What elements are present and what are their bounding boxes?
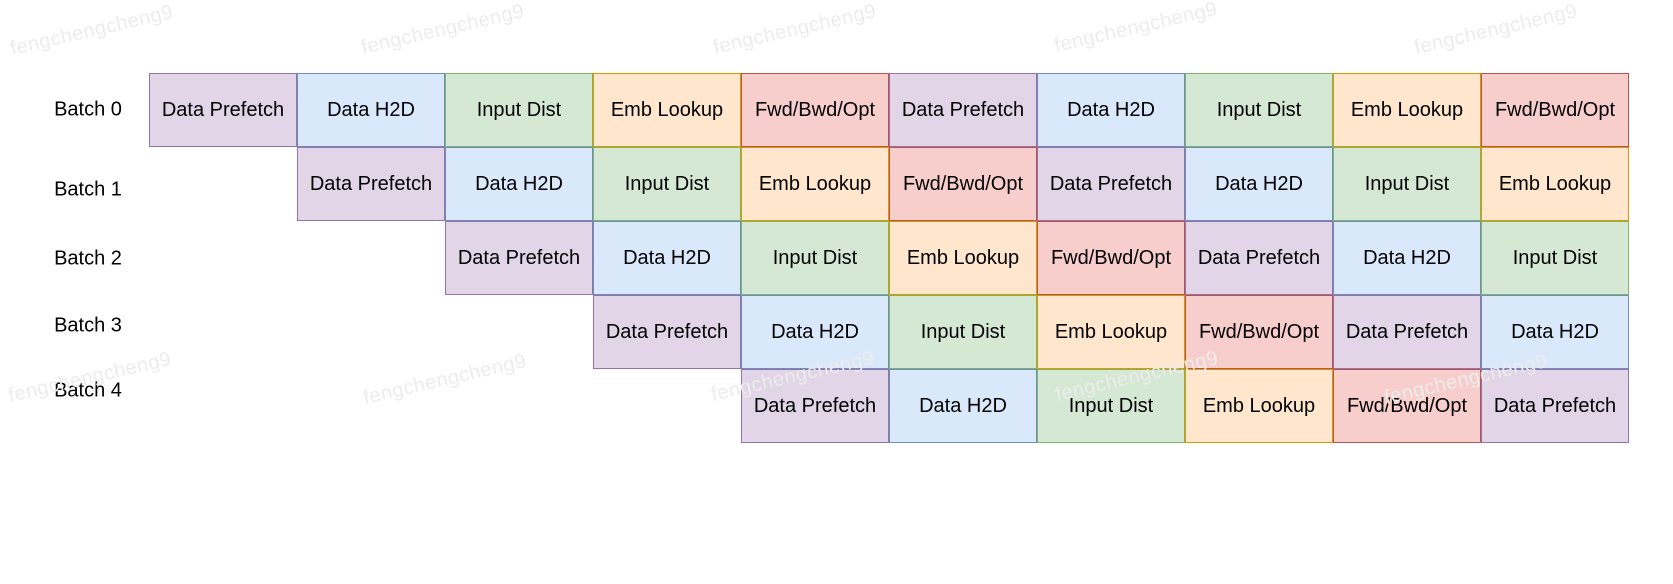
pipeline-cell-input-dist: Input Dist — [889, 295, 1037, 369]
watermark-text: fengchengcheng9 — [1412, 0, 1580, 59]
pipeline-cell-fwd-bwd-opt: Fwd/Bwd/Opt — [1481, 73, 1629, 147]
batch-label-3: Batch 3 — [54, 314, 122, 337]
batch-label-1: Batch 1 — [54, 178, 122, 201]
pipeline-cell-data-prefetch: Data Prefetch — [889, 73, 1037, 147]
pipeline-cell-fwd-bwd-opt: Fwd/Bwd/Opt — [1185, 295, 1333, 369]
pipeline-cell-data-h2d: Data H2D — [741, 295, 889, 369]
pipeline-cell-fwd-bwd-opt: Fwd/Bwd/Opt — [1037, 221, 1185, 295]
pipeline-cell-data-h2d: Data H2D — [1185, 147, 1333, 221]
pipeline-cell-emb-lookup: Emb Lookup — [593, 73, 741, 147]
pipeline-cell-emb-lookup: Emb Lookup — [741, 147, 889, 221]
pipeline-cell-data-h2d: Data H2D — [889, 369, 1037, 443]
pipeline-cell-data-h2d: Data H2D — [445, 147, 593, 221]
pipeline-cell-fwd-bwd-opt: Fwd/Bwd/Opt — [741, 73, 889, 147]
pipeline-cell-data-prefetch: Data Prefetch — [149, 73, 297, 147]
pipeline-cell-emb-lookup: Emb Lookup — [1185, 369, 1333, 443]
pipeline-cell-emb-lookup: Emb Lookup — [1037, 295, 1185, 369]
watermark-text: fengchengcheng9 — [711, 0, 879, 59]
pipeline-cell-data-prefetch: Data Prefetch — [445, 221, 593, 295]
pipeline-cell-input-dist: Input Dist — [1481, 221, 1629, 295]
pipeline-cell-data-h2d: Data H2D — [1481, 295, 1629, 369]
pipeline-cell-input-dist: Input Dist — [1333, 147, 1481, 221]
pipeline-cell-input-dist: Input Dist — [593, 147, 741, 221]
watermark-text: fengchengcheng9 — [361, 350, 529, 409]
pipeline-cell-input-dist: Input Dist — [445, 73, 593, 147]
pipeline-cell-data-prefetch: Data Prefetch — [593, 295, 741, 369]
pipeline-cell-data-prefetch: Data Prefetch — [1185, 221, 1333, 295]
watermark-text: fengchengcheng9 — [1052, 0, 1220, 57]
pipeline-cell-emb-lookup: Emb Lookup — [1481, 147, 1629, 221]
pipeline-cell-data-h2d: Data H2D — [1037, 73, 1185, 147]
batch-label-2: Batch 2 — [54, 247, 122, 270]
pipeline-cell-data-h2d: Data H2D — [593, 221, 741, 295]
pipeline-cell-fwd-bwd-opt: Fwd/Bwd/Opt — [1333, 369, 1481, 443]
watermark-text: fengchengcheng9 — [8, 1, 176, 60]
pipeline-cell-input-dist: Input Dist — [741, 221, 889, 295]
pipeline-cell-emb-lookup: Emb Lookup — [889, 221, 1037, 295]
pipeline-cell-input-dist: Input Dist — [1037, 369, 1185, 443]
pipeline-cell-fwd-bwd-opt: Fwd/Bwd/Opt — [889, 147, 1037, 221]
pipeline-cell-data-h2d: Data H2D — [297, 73, 445, 147]
pipeline-cell-emb-lookup: Emb Lookup — [1333, 73, 1481, 147]
pipeline-cell-data-prefetch: Data Prefetch — [1333, 295, 1481, 369]
pipeline-cell-data-h2d: Data H2D — [1333, 221, 1481, 295]
watermark-text: fengchengcheng9 — [359, 0, 527, 59]
pipeline-cell-data-prefetch: Data Prefetch — [741, 369, 889, 443]
batch-label-0: Batch 0 — [54, 98, 122, 121]
pipeline-cell-input-dist: Input Dist — [1185, 73, 1333, 147]
pipeline-cell-data-prefetch: Data Prefetch — [1037, 147, 1185, 221]
pipeline-cell-data-prefetch: Data Prefetch — [1481, 369, 1629, 443]
batch-label-4: Batch 4 — [54, 379, 122, 402]
pipeline-cell-data-prefetch: Data Prefetch — [297, 147, 445, 221]
